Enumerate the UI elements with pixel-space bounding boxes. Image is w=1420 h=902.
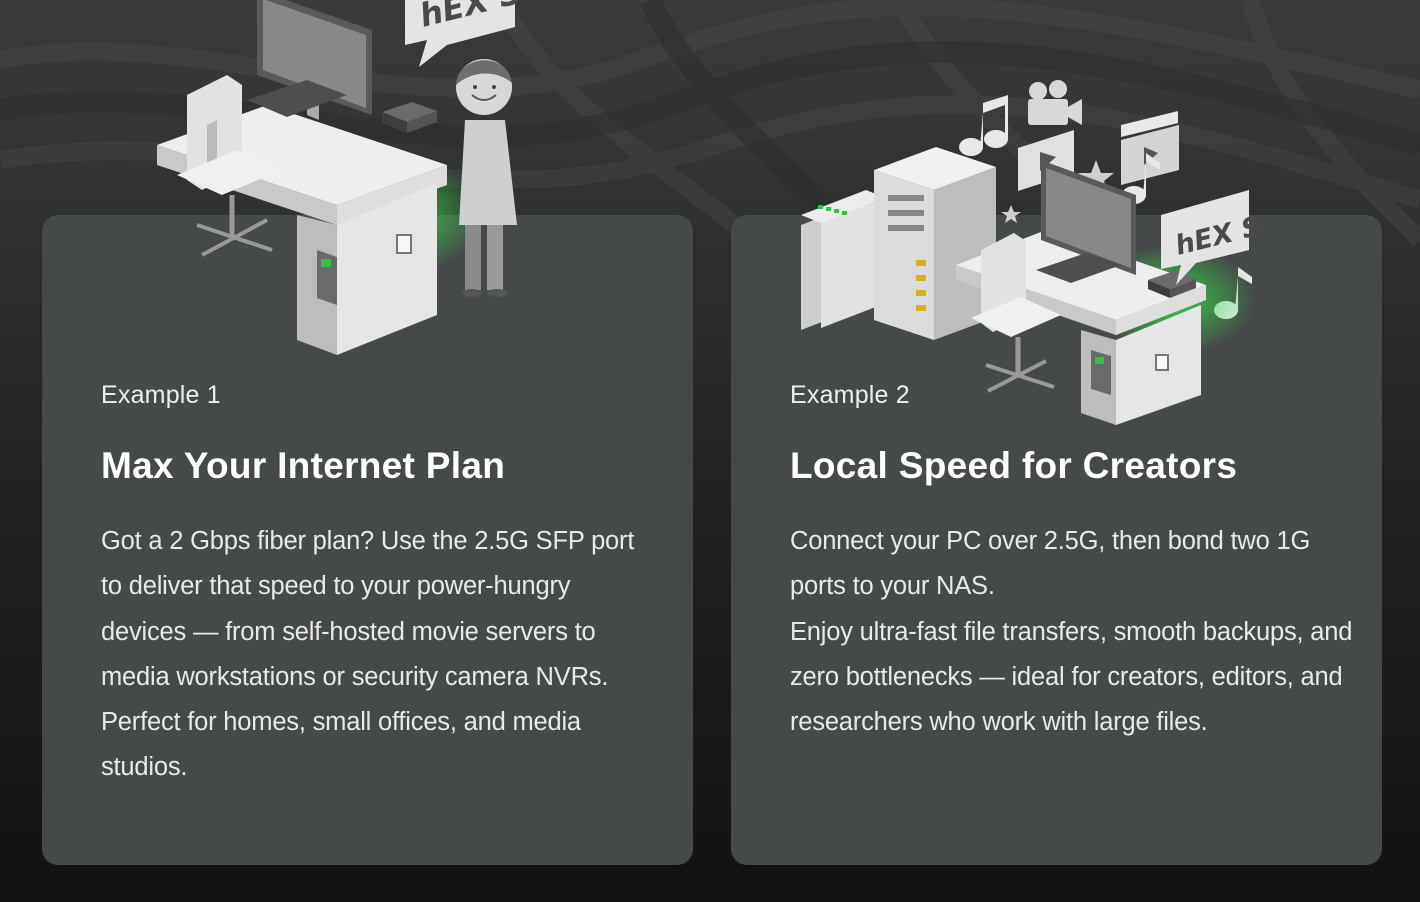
card-description: Connect your PC over 2.5G, then bond two… [790, 519, 1365, 745]
card-description: Got a 2 Gbps fiber plan? Use the 2.5G SF… [101, 519, 661, 791]
music-note-icon [959, 95, 1008, 156]
card-title: Local Speed for Creators [790, 445, 1238, 486]
clapperboard-icon [1121, 111, 1179, 185]
card-eyebrow: Example 2 [790, 381, 910, 409]
example-card-2: hEX S Example 2 Local Speed for Creators… [731, 80, 1382, 865]
card-eyebrow: Example 1 [101, 381, 221, 409]
desk-user-illustration: hEX S [157, 0, 525, 355]
card-paragraph: Enjoy ultra-fast file transfers, smooth … [790, 617, 1353, 737]
example-card-1: hEX S Example 1 Max Your Internet Plan G… [42, 0, 693, 865]
card-paragraph: Got a 2 Gbps fiber plan? Use the 2.5G SF… [101, 527, 635, 782]
video-camera-icon [1028, 80, 1082, 125]
card-paragraph: Connect your PC over 2.5G, then bond two… [790, 527, 1311, 601]
creator-workstation-illustration: hEX S [801, 80, 1264, 425]
card-title: Max Your Internet Plan [101, 445, 506, 486]
